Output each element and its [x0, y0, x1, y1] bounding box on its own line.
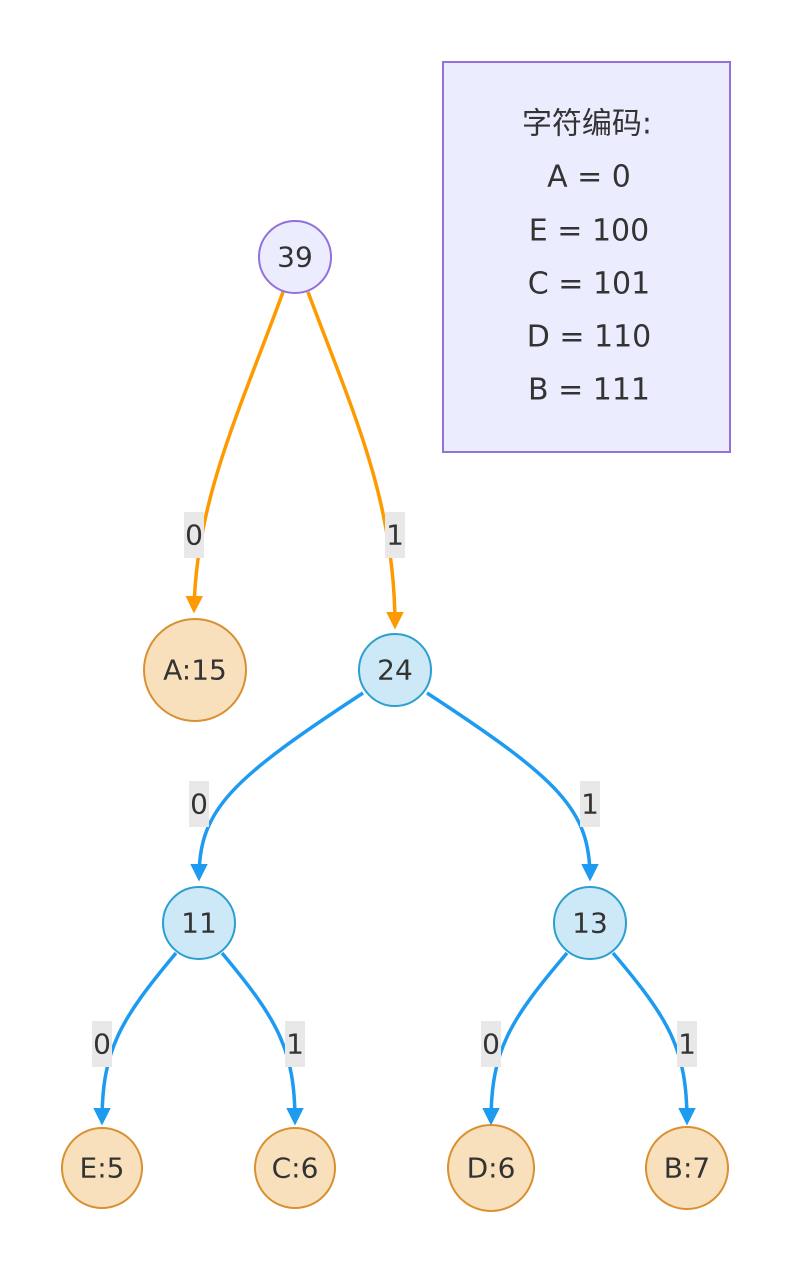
edge-n11-c6 [220, 951, 304, 1126]
edge-label-n13-d6: 0 [481, 1021, 501, 1067]
svg-text:1: 1 [581, 788, 599, 821]
edge-n13-b7 [611, 951, 696, 1126]
svg-text:39: 39 [277, 241, 313, 274]
edge-label-n11-c6: 1 [285, 1021, 305, 1067]
svg-text:E:5: E:5 [80, 1152, 125, 1185]
edge-label-n13-b7: 1 [677, 1021, 697, 1067]
legend-line: A = 0 [547, 160, 631, 195]
svg-text:1: 1 [386, 519, 404, 552]
nodes: 39 A:15 24 11 13 E:5 C:6 D:6 [61, 220, 729, 1212]
edge-n24-n11 [190, 691, 364, 882]
edge-label-root-a15: 0 [184, 512, 204, 558]
legend-line: D = 110 [527, 320, 652, 355]
svg-text:0: 0 [190, 788, 208, 821]
node-11: 11 [162, 886, 236, 960]
legend-line: E = 100 [529, 214, 649, 249]
svg-text:13: 13 [572, 907, 608, 940]
svg-text:24: 24 [377, 654, 413, 687]
node-e5: E:5 [61, 1127, 143, 1209]
edge-n24-n13 [426, 691, 599, 882]
node-24: 24 [358, 633, 432, 707]
edges [93, 291, 696, 1126]
legend-title: 字符编码: [522, 107, 652, 142]
svg-text:0: 0 [482, 1028, 500, 1061]
svg-text:D:6: D:6 [467, 1152, 516, 1185]
svg-text:B:7: B:7 [664, 1152, 710, 1185]
legend-line: B = 111 [528, 373, 650, 408]
legend-line: C = 101 [528, 267, 650, 302]
edge-label-n24-n13: 1 [580, 781, 600, 827]
node-c6: C:6 [254, 1127, 336, 1209]
edge-root-n24 [306, 291, 404, 630]
svg-text:11: 11 [181, 907, 217, 940]
node-a15: A:15 [143, 618, 247, 722]
svg-text:1: 1 [678, 1028, 696, 1061]
svg-text:0: 0 [185, 519, 203, 552]
edge-label-n11-e5: 0 [92, 1021, 112, 1067]
svg-text:0: 0 [93, 1028, 111, 1061]
node-13: 13 [553, 886, 627, 960]
svg-text:1: 1 [286, 1028, 304, 1061]
node-root: 39 [258, 220, 332, 294]
edge-label-root-n24: 1 [385, 512, 405, 558]
edge-labels: 0 1 0 1 0 1 0 1 [92, 512, 697, 1067]
svg-text:A:15: A:15 [163, 654, 227, 687]
encoding-legend: 字符编码: A = 0 E = 100 C = 101 D = 110 B = … [442, 61, 731, 453]
edge-root-a15 [185, 291, 285, 614]
edge-label-n24-n11: 0 [189, 781, 209, 827]
svg-text:C:6: C:6 [272, 1152, 319, 1185]
node-b7: B:7 [645, 1126, 729, 1210]
node-d6: D:6 [447, 1124, 535, 1212]
edge-n13-d6 [482, 951, 569, 1126]
edge-n11-e5 [93, 951, 178, 1126]
